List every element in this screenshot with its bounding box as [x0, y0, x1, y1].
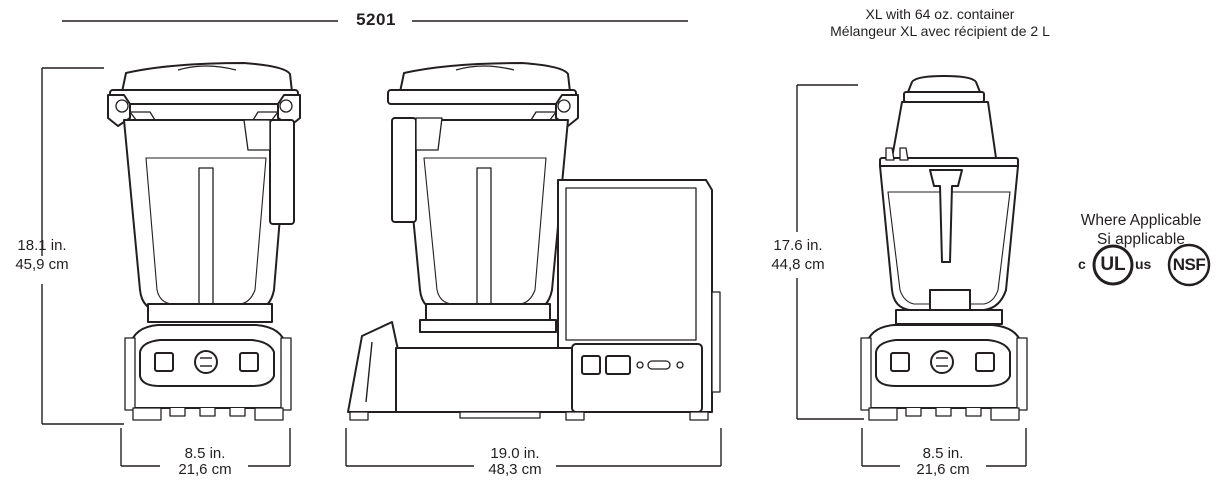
variant-description-en: XL with 64 oz. container	[865, 6, 1015, 22]
nsf-mark: NSF	[1172, 255, 1206, 274]
certification-note-fr: Si applicable	[1097, 231, 1185, 248]
blender-small-front-icon	[860, 75, 1028, 421]
height-bracket-small	[796, 84, 864, 420]
front-width-imperial: 8.5 in.	[184, 445, 226, 462]
blender-side-icon	[347, 62, 721, 421]
variant-description-fr: Mélangeur XL avec récipient de 2 L	[830, 23, 1050, 39]
side-depth-imperial: 19.0 in.	[490, 445, 540, 462]
width-bracket-front	[120, 428, 291, 467]
small-height-metric: 44,8 cm	[771, 256, 825, 273]
ul-mark: UL	[1100, 254, 1126, 275]
small-height-imperial: 17.6 in.	[773, 237, 823, 254]
nsf-certification-icon	[1167, 243, 1211, 287]
depth-bracket-side	[345, 428, 722, 467]
side-depth-metric: 48,3 cm	[488, 461, 542, 478]
ul-listing-icon	[1092, 244, 1134, 286]
ul-c-mark: c	[1078, 256, 1086, 272]
small-width-imperial: 8.5 in.	[922, 445, 964, 462]
width-bracket-small	[861, 428, 1027, 467]
small-width-metric: 21,6 cm	[916, 461, 970, 478]
front-height-imperial: 18.1 in.	[17, 237, 67, 254]
front-height-metric: 45,9 cm	[15, 256, 69, 273]
model-number: 5201	[356, 10, 396, 29]
front-width-metric: 21,6 cm	[178, 461, 232, 478]
blender-front-icon	[107, 62, 301, 421]
ul-us-mark: us	[1135, 256, 1152, 272]
height-bracket-front	[41, 67, 124, 425]
certification-note-en: Where Applicable	[1080, 212, 1202, 229]
